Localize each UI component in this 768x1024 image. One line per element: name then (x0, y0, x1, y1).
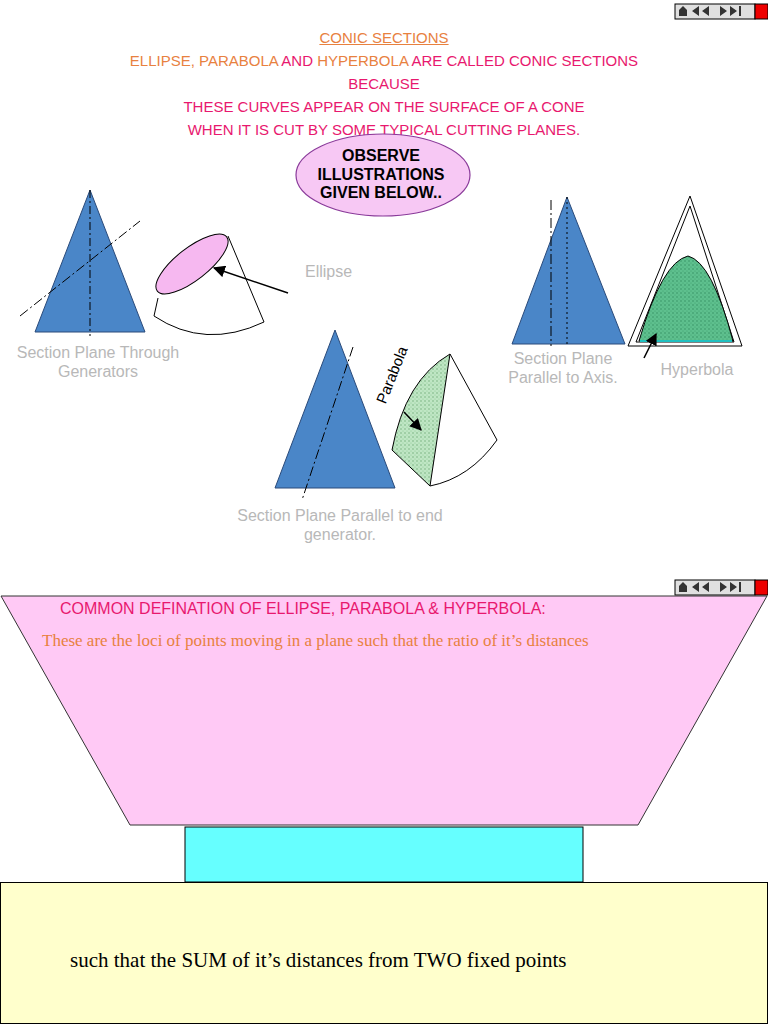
curve-name: Ellipse (305, 262, 385, 281)
intro-word: CALLED (442, 52, 505, 69)
cone-ellipse-section (20, 190, 288, 336)
blank-cyan-box (185, 827, 583, 882)
intro-word: ARE (408, 52, 442, 69)
callout-text: OBSERVE ILLUSTRATIONS GIVEN BELOW.. (306, 147, 456, 202)
cone-parabola-section (275, 330, 497, 500)
definition-heading: COMMON DEFINATION OF ELLIPSE, PARABOLA &… (60, 600, 740, 618)
intro-word: CONIC (505, 52, 558, 69)
intro-word: AND (278, 52, 313, 69)
cone-hyperbola-section (512, 196, 742, 358)
intro-word: PARABOLA (195, 52, 278, 69)
curve-name: Hyperbola (642, 360, 752, 379)
intro-line: THESE CURVES APPEAR ON THE SURFACE OF A … (84, 98, 684, 116)
intro-word: ELLIPSE, (130, 52, 195, 69)
intro-line: ELLIPSE, PARABOLA AND HYPERBOLA ARE CALL… (84, 52, 684, 70)
intro-line: BECAUSE (234, 75, 534, 93)
plane-caption: Section Plane Parallel to end generator. (235, 506, 445, 544)
definition-body: These are the loci of points moving in a… (42, 631, 589, 651)
node-outline (0, 595, 768, 827)
definition-trapezoid: COMMON DEFINATION OF ELLIPSE, PARABOLA &… (0, 595, 768, 827)
callout-oval: OBSERVE ILLUSTRATIONS GIVEN BELOW.. (295, 133, 471, 217)
plane-caption: Section Plane Through Generators (0, 343, 196, 381)
plane-caption: Section Plane Parallel to Axis. (488, 349, 638, 387)
ellipse-definition-box: such that the SUM of it’s distances from… (0, 882, 768, 1024)
intro-word: HYPERBOLA (313, 52, 408, 69)
slide-title: CONIC SECTIONS (184, 29, 584, 46)
ellipse-definition-text: such that the SUM of it’s distances from… (70, 948, 730, 972)
intro-word: SECTIONS (557, 52, 638, 69)
